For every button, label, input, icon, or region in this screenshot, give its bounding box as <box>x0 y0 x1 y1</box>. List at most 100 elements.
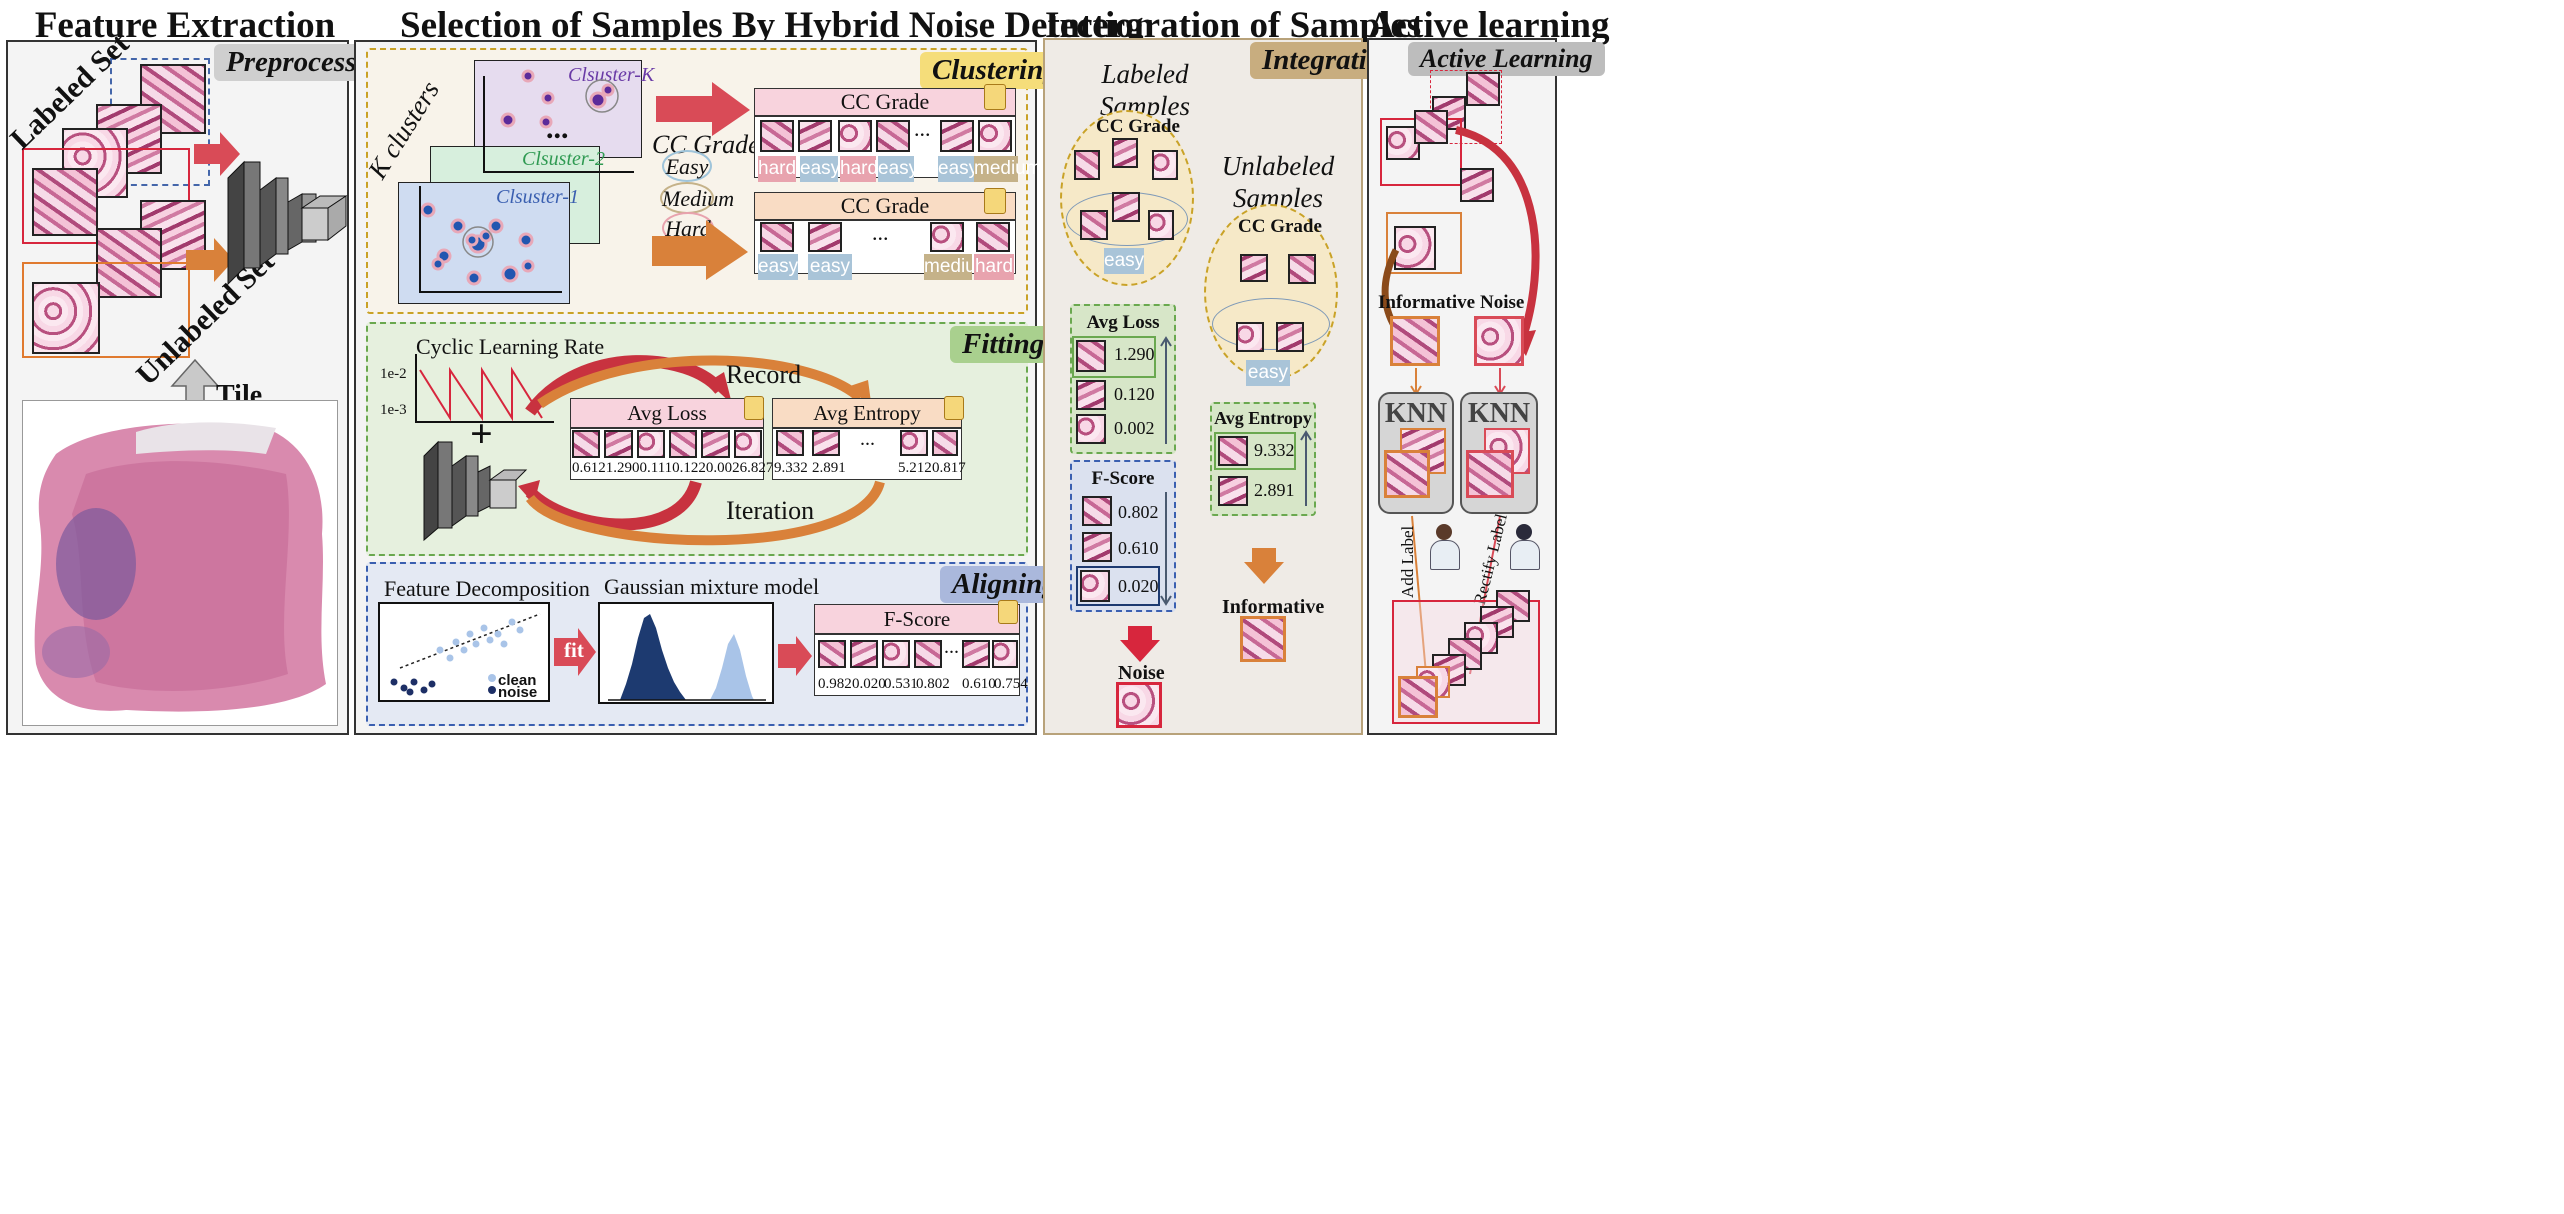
avg-entropy-value: 9.332 <box>774 460 808 476</box>
int-avg-entropy-value: 2.891 <box>1254 480 1295 500</box>
table-tile <box>760 222 794 252</box>
avg-loss-value: 0.111 <box>639 460 673 476</box>
sample-tile <box>1076 340 1106 372</box>
plus-label: + <box>470 411 493 456</box>
unlabeled-inner-ellipse <box>1212 298 1330 350</box>
sample-tile <box>1148 210 1174 240</box>
al-noise-label: Noise <box>1480 292 1525 313</box>
fitting-arrows <box>518 355 885 546</box>
badge-medium: medium <box>974 156 1042 182</box>
cc-table-1-header: CC Grade <box>754 88 1016 116</box>
unlabeled-tile-front <box>32 282 100 354</box>
table-tile <box>932 430 958 456</box>
al-informative-label: Informative <box>1378 292 1476 313</box>
int-informative-label: Informative <box>1222 596 1325 618</box>
table-tile <box>962 640 990 668</box>
al-tile <box>1414 110 1448 144</box>
table-tile <box>976 222 1010 252</box>
avg-loss-header: Avg Loss <box>570 398 764 428</box>
table-tile <box>992 640 1018 668</box>
int-highlight <box>1214 432 1296 470</box>
fscore-value: 0.020 <box>852 676 886 692</box>
int-avg-loss-value: 0.120 <box>1114 384 1155 404</box>
orange-arrow-icon <box>652 220 748 280</box>
title-feature-extraction: Feature Extraction <box>34 5 336 46</box>
labeled-samples-line: Labeled <box>1101 59 1189 89</box>
sample-tile <box>1240 254 1268 282</box>
al-tile <box>1460 168 1494 202</box>
fscore-value: 0.610 <box>962 676 996 692</box>
table-dots: ... <box>860 428 875 450</box>
notepad-icon <box>984 84 1006 110</box>
int-noise-label: Noise <box>1118 662 1165 684</box>
avg-loss-value: 0.122 <box>672 460 706 476</box>
cluster-arrows <box>652 82 750 280</box>
sample-tile <box>1082 532 1112 562</box>
table-tile <box>940 120 974 152</box>
cnn-icon <box>423 440 528 542</box>
record-label: Record <box>726 360 802 389</box>
fscore-value: 0.754 <box>994 676 1028 692</box>
noise-tile <box>1116 682 1162 728</box>
cluster-1-label: Clsuster-1 <box>496 186 579 208</box>
table-tile <box>850 640 878 668</box>
badge-hard: hard <box>974 254 1014 280</box>
notepad-icon <box>998 600 1018 624</box>
avg-loss-value: 6.827 <box>739 460 774 476</box>
table-tile <box>876 120 910 152</box>
table-dots: ... <box>944 636 959 658</box>
sample-tile <box>1218 436 1248 466</box>
table-tile <box>636 430 665 458</box>
table-dots: ... <box>914 116 931 141</box>
badge-easy: easy <box>1246 360 1290 386</box>
al-unlabeled-front <box>1386 212 1462 274</box>
table-tile <box>798 120 832 152</box>
avg-loss-row <box>570 428 764 480</box>
int-avg-entropy-value: 9.332 <box>1254 440 1295 460</box>
table-tile <box>818 640 846 668</box>
feature-arrows <box>186 132 240 282</box>
sample-tile <box>1218 476 1248 506</box>
orange-arrow-icon <box>186 238 234 282</box>
clr-plot <box>415 354 554 423</box>
sample-tile <box>1080 210 1108 240</box>
table-tile <box>882 640 910 668</box>
avg-entropy-value: 5.212 <box>898 460 932 476</box>
unlabeled-ellipse <box>1204 204 1338 380</box>
cluster-dots: ... <box>546 112 569 145</box>
iteration-arrow-icon <box>525 479 702 531</box>
badge-hard: hard <box>758 156 796 182</box>
unlabeled-cube-front <box>22 262 190 358</box>
badge-easy: easy <box>808 254 852 280</box>
notepad-icon <box>944 396 964 420</box>
table-tile <box>914 640 942 668</box>
labeled-tile-front <box>32 168 98 236</box>
avg-entropy-header: Avg Entropy <box>772 398 962 428</box>
table-tile <box>930 222 964 252</box>
table-dots: ... <box>872 220 889 245</box>
labeled-cc-grade: CC Grade <box>1096 116 1180 137</box>
table-tile <box>812 430 840 456</box>
table-tile <box>978 120 1012 152</box>
down-arrow-icon <box>1160 492 1172 606</box>
sample-tile <box>1236 322 1264 352</box>
int-fscore-value: 0.802 <box>1118 502 1159 522</box>
al-informative-tile <box>1390 316 1440 366</box>
cluster-2-label: Clsuster-2 <box>522 148 605 170</box>
sample-tile <box>1152 150 1178 180</box>
unlabeled-samples-line: Unlabeled <box>1221 151 1335 181</box>
unlabeled-cc-grade: CC Grade <box>1238 216 1322 237</box>
notepad-icon <box>984 188 1006 214</box>
fit-arrow-icon <box>554 628 596 676</box>
informative-down-arrow-icon <box>1244 548 1284 584</box>
up-arrow-icon <box>1160 336 1172 444</box>
legend-noise: noise <box>498 684 538 701</box>
final-tile <box>1398 676 1438 718</box>
table-tile <box>701 430 730 458</box>
decomposition-scatter <box>390 613 541 696</box>
int-fscore-value: 0.610 <box>1118 538 1159 558</box>
avg-entropy-value: 0.817 <box>932 460 966 476</box>
int-highlight <box>1076 566 1160 606</box>
badge-easy: easy <box>758 254 798 280</box>
clr-tick-1e-2: 1e-2 <box>380 366 407 382</box>
